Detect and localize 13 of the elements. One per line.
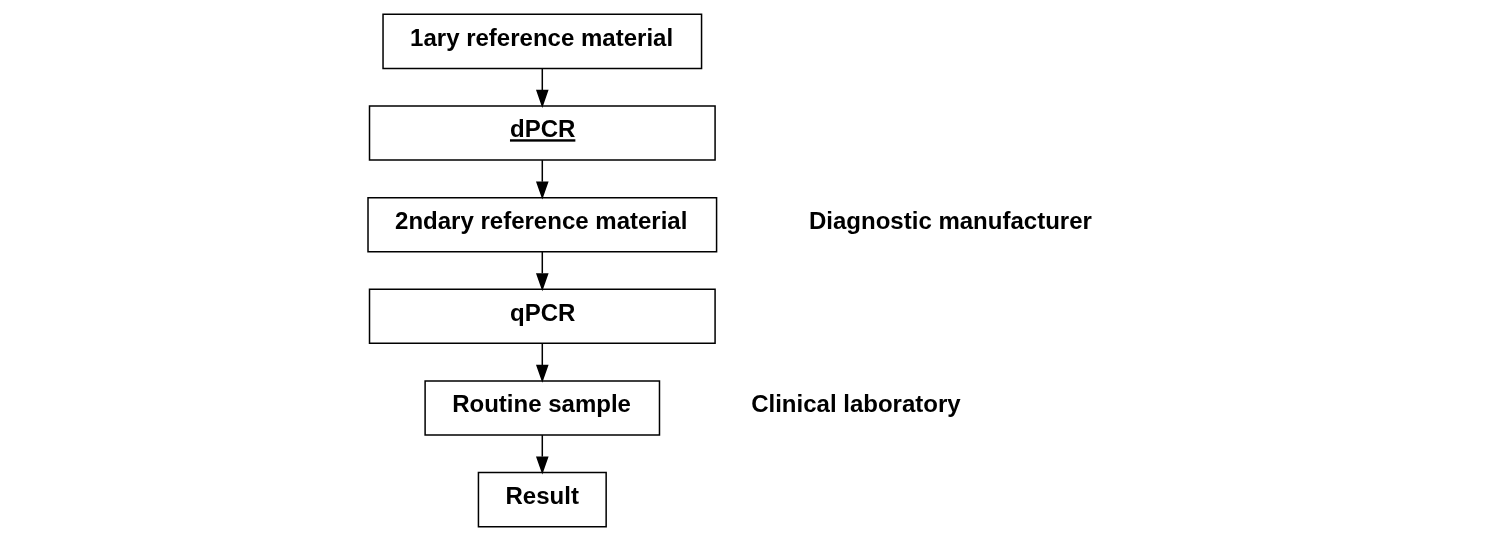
arrow <box>536 67 549 108</box>
node-box: qPCR <box>368 288 716 345</box>
node-box: 2ndary reference material <box>367 196 718 253</box>
label: Diagnostic manufacturer <box>808 206 1092 234</box>
label: Clinical laboratory <box>751 390 961 418</box>
node-box: dPCR <box>368 105 716 161</box>
node-box: Routine sample <box>424 380 661 436</box>
node-box: Result <box>477 471 607 528</box>
arrow <box>536 342 549 383</box>
arrow <box>536 251 549 292</box>
node-box: 1ary reference material <box>382 13 703 70</box>
arrow <box>536 159 549 200</box>
arrow <box>536 434 549 475</box>
